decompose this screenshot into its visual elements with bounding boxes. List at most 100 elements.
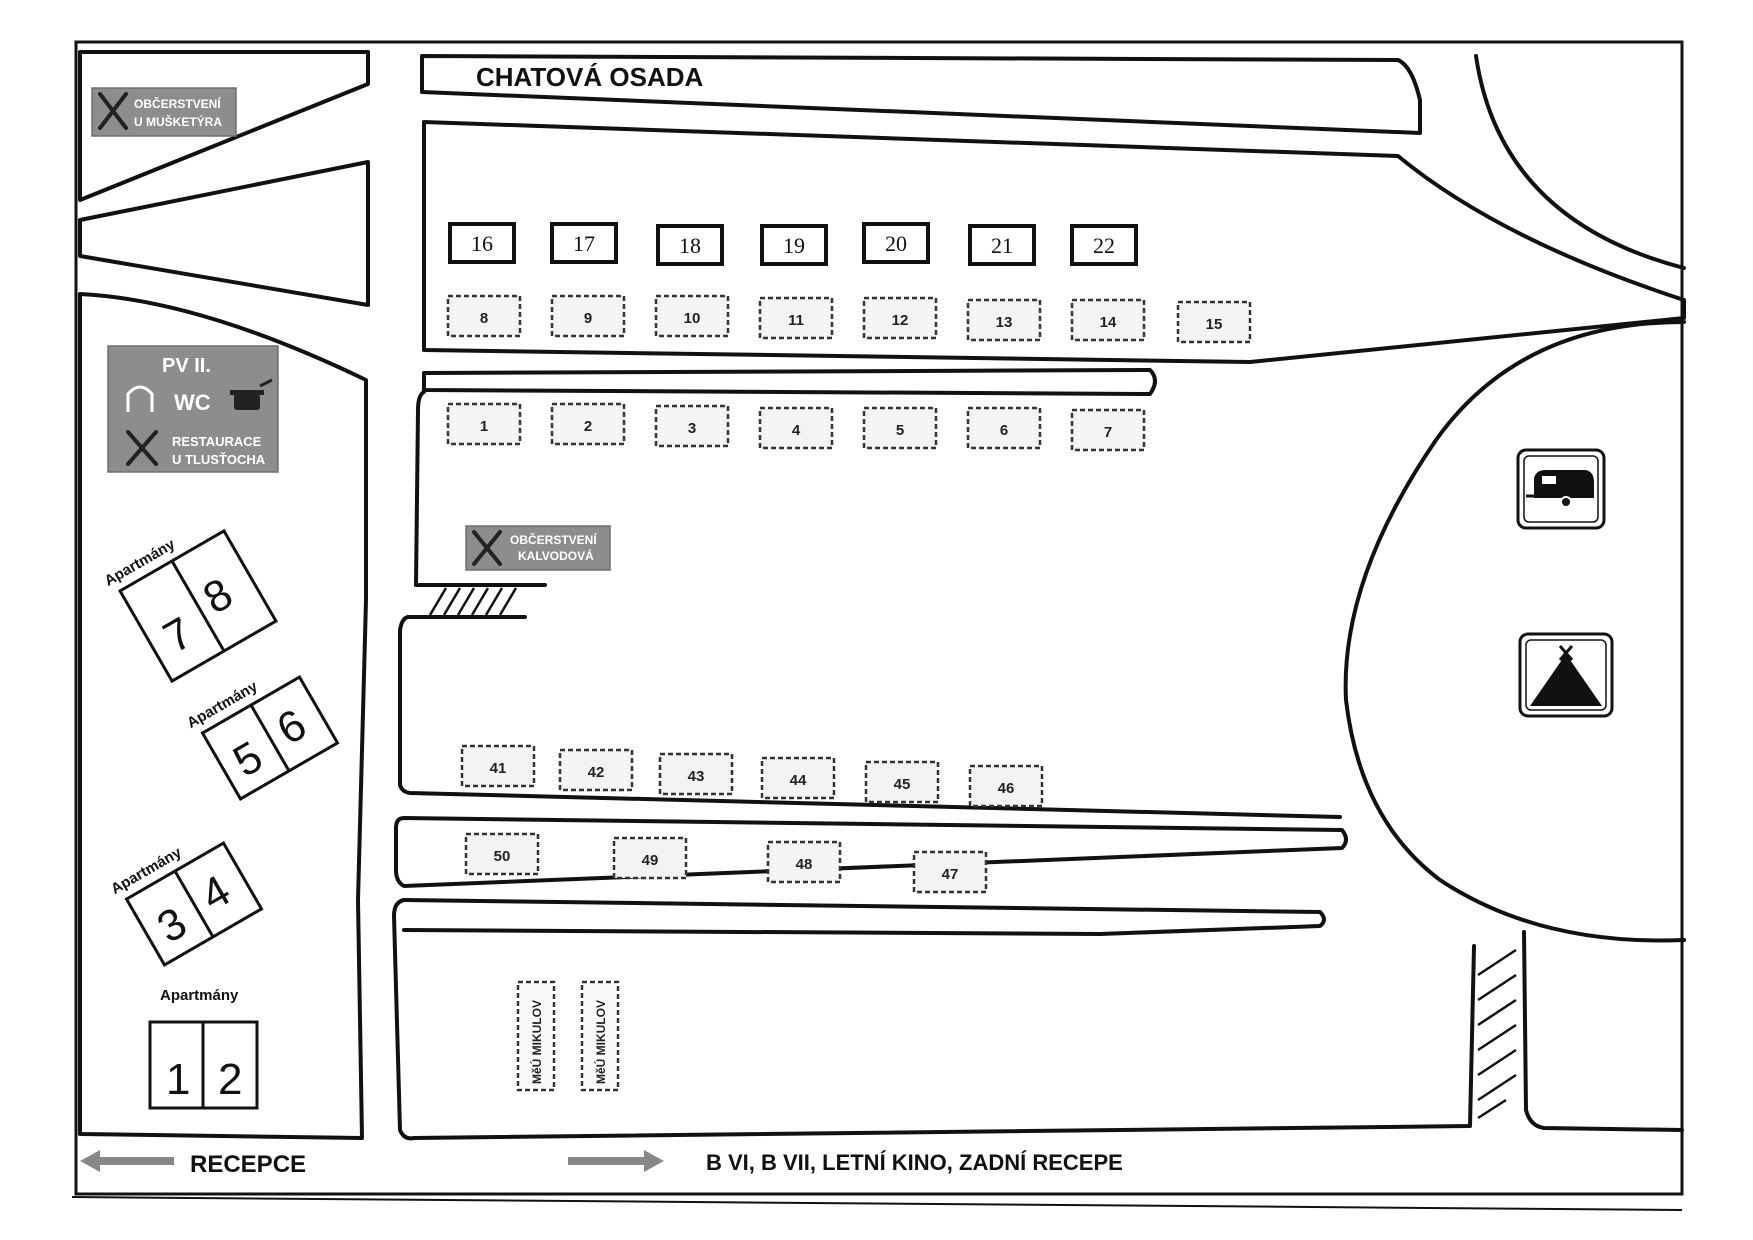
plot-15[interactable]: 15 [1176, 300, 1252, 344]
parking-hatch-right [1477, 948, 1517, 1120]
plot-number: 46 [998, 780, 1015, 797]
plot-47[interactable]: 47 [912, 850, 988, 894]
plot-3[interactable]: 3 [654, 404, 730, 448]
plot-number: 3 [688, 420, 696, 437]
plot-2[interactable]: 2 [550, 402, 626, 446]
cutlery-icon [98, 92, 128, 130]
plot-number: 4 [792, 422, 801, 439]
plot-1[interactable]: 1 [446, 402, 522, 446]
tent-icon [1518, 632, 1614, 718]
apartment-block-7-8: 7 8 Apartmány [102, 528, 279, 684]
plot-box [654, 294, 730, 338]
apartment-block-1-2: 1 2 Apartmány [148, 987, 259, 1110]
plot-box [1070, 224, 1138, 266]
plot-box [448, 222, 516, 264]
plot-18[interactable]: 18 [656, 224, 724, 266]
cutlery-icon [472, 530, 502, 566]
direction-recepce: RECEPCE [80, 1150, 306, 1178]
plot-16[interactable]: 16 [448, 222, 516, 264]
road-block-top-left [78, 50, 370, 202]
road-block-left-strip [78, 160, 370, 307]
plot-13[interactable]: 13 [966, 298, 1042, 342]
plot-5[interactable]: 5 [862, 406, 938, 450]
road-block-bottom-right [1522, 930, 1684, 1132]
road-block-bottom [402, 898, 1326, 936]
plot-number: 49 [642, 852, 659, 869]
apartment-block-3-4: 3 4 Apartmány [108, 841, 264, 967]
caravan-icon [1516, 448, 1606, 530]
plot-41[interactable]: 41 [460, 744, 536, 788]
plot-box [446, 402, 522, 446]
plot-box [968, 764, 1044, 808]
plot-number: 17 [573, 231, 595, 256]
road-block-upper [422, 120, 1686, 364]
plot-9[interactable]: 9 [550, 294, 626, 338]
plot-box [1176, 300, 1252, 344]
sign-pv2-wc: WC [174, 390, 211, 415]
road-block-bottom-lower [392, 898, 1476, 1141]
sign-pv2-title: PV II. [162, 355, 211, 377]
plot-20[interactable]: 20 [862, 222, 930, 264]
sign-obcerstveni-kalvodova: OBČERSTVENÍ KALVODOVÁ [465, 525, 611, 571]
plot-number: 9 [584, 310, 592, 327]
plot-22[interactable]: 22 [1070, 224, 1138, 266]
stall-mestsky-urad-2: MěÚ MIKULOV [580, 980, 620, 1092]
road-block-middle [422, 368, 1157, 396]
plot-6[interactable]: 6 [966, 406, 1042, 450]
apartment-2: 2 [218, 1055, 242, 1104]
map-frame-bottom [71, 1196, 1683, 1211]
plot-number: 47 [942, 866, 959, 883]
plot-10[interactable]: 10 [654, 294, 730, 338]
apartment-label-1-2: Apartmány [160, 987, 239, 1004]
plot-45[interactable]: 45 [864, 760, 940, 804]
plot-box [460, 744, 536, 788]
plot-number: 8 [480, 310, 488, 327]
plot-number: 41 [490, 760, 507, 777]
sign-pv-ii: PV II. WC RESTAURACE U TLUSŤOCHA [107, 345, 279, 473]
plot-number: 48 [796, 856, 813, 873]
plot-box [658, 752, 734, 796]
plot-21[interactable]: 21 [968, 224, 1036, 266]
plot-number: 12 [892, 312, 909, 329]
direction-recepce-label: RECEPCE [190, 1151, 306, 1178]
plot-46[interactable]: 46 [968, 764, 1044, 808]
stall-label-1: MěÚ MIKULOV [529, 1000, 544, 1084]
plot-box [912, 850, 988, 894]
sign-kalvodova-line2: KALVODOVÁ [518, 548, 594, 563]
plot-49[interactable]: 49 [612, 836, 688, 880]
plot-number: 10 [684, 310, 701, 327]
plot-number: 20 [885, 231, 907, 256]
plot-box [656, 224, 724, 266]
plot-50[interactable]: 50 [464, 832, 540, 876]
plot-48[interactable]: 48 [766, 840, 842, 884]
plot-box [464, 832, 540, 876]
plot-number: 45 [894, 776, 911, 793]
plot-17[interactable]: 17 [550, 222, 618, 264]
plot-box [550, 402, 626, 446]
apartment-block-5-6: 5 6 Apartmány [184, 675, 340, 801]
plot-4[interactable]: 4 [758, 406, 834, 450]
plot-box [862, 222, 930, 264]
plot-11[interactable]: 11 [758, 296, 834, 340]
plot-box [968, 224, 1036, 266]
plot-43[interactable]: 43 [658, 752, 734, 796]
plot-box [966, 406, 1042, 450]
plot-19[interactable]: 19 [760, 224, 828, 266]
plot-44[interactable]: 44 [760, 756, 836, 800]
plot-7[interactable]: 7 [1070, 408, 1146, 452]
road-block-strip-47-50 [394, 816, 1348, 888]
plot-number: 2 [584, 418, 592, 435]
cooking-pot-icon [230, 378, 273, 410]
plot-42[interactable]: 42 [558, 748, 634, 792]
plot-box [766, 840, 842, 884]
stall-label-2: MěÚ MIKULOV [593, 1000, 608, 1084]
plot-row-upper: 8 9 10 11 12 13 14 15 [446, 294, 1252, 344]
plot-number: 21 [991, 233, 1013, 258]
plot-14[interactable]: 14 [1070, 298, 1146, 342]
plot-12[interactable]: 12 [862, 296, 938, 340]
shower-icon [126, 385, 154, 412]
sign-musketyr-line1: OBČERSTVENÍ [134, 96, 221, 111]
plot-8[interactable]: 8 [446, 294, 522, 338]
plot-number: 50 [494, 848, 511, 865]
